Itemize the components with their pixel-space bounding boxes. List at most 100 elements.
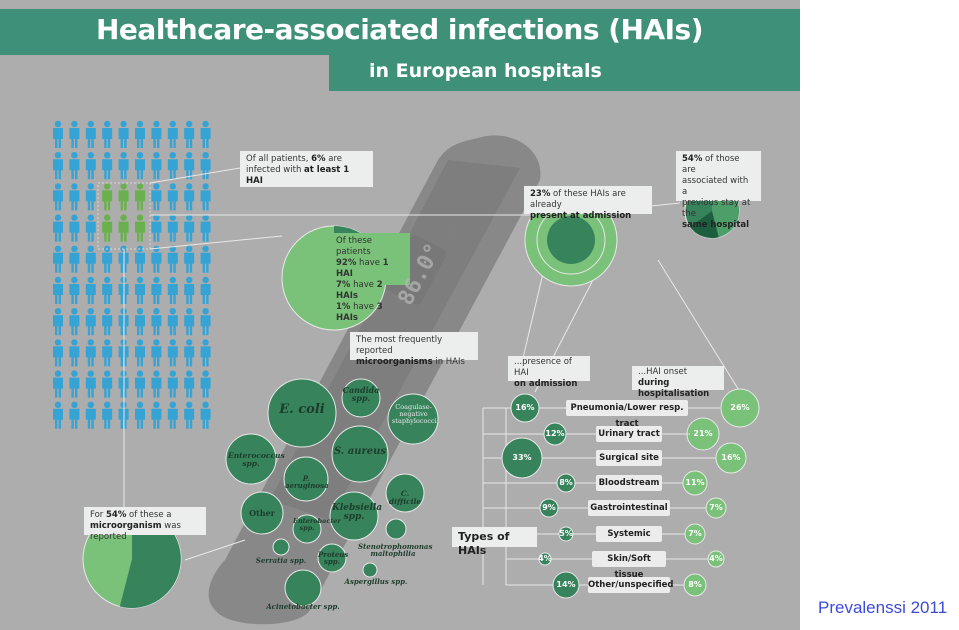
- label-aspergillus: Aspergillus spp.: [344, 577, 408, 586]
- callout-all-patients: Of all patients, 6% are infected with at…: [240, 151, 373, 187]
- person-icon: [167, 370, 178, 398]
- hai-type-label: Surgical site: [596, 450, 662, 466]
- person-icon: [167, 120, 178, 148]
- person-icon: [53, 370, 63, 398]
- label-other: Other: [249, 508, 275, 518]
- person-icon: [200, 245, 211, 273]
- person-icon: [135, 276, 145, 304]
- infected-person-icon: [102, 183, 113, 211]
- person-icon: [184, 276, 195, 304]
- person-icon: [102, 276, 113, 304]
- person-icon: [102, 401, 113, 429]
- label-e-coli: E. coli: [279, 402, 325, 417]
- person-icon: [151, 214, 162, 242]
- person-icon: [200, 183, 211, 211]
- person-icon: [200, 401, 211, 429]
- label-stenotrophomonas: Stenotrophomonas maltophilia: [358, 542, 433, 559]
- patient-icon-grid: [53, 120, 211, 429]
- admission-pie: [524, 193, 618, 287]
- onset-percent: 8%: [688, 580, 702, 589]
- person-icon: [151, 276, 162, 304]
- person-icon: [69, 370, 80, 398]
- label-acinetobacter: Acinetobacter spp.: [266, 602, 340, 611]
- person-icon: [151, 370, 162, 398]
- person-icon: [53, 152, 63, 180]
- person-icon: [85, 370, 96, 398]
- person-icon: [167, 308, 178, 336]
- label-p-aeruginosa: P. aeruginosa: [285, 474, 329, 491]
- person-icon: [69, 183, 80, 211]
- person-icon: [118, 120, 129, 148]
- infected-person-icon: [135, 183, 145, 211]
- person-icon: [69, 214, 80, 242]
- person-icon: [184, 245, 195, 273]
- callout-onset-hospitalisation: ...HAI onset during hospitalisation: [632, 366, 724, 399]
- infected-person-icon: [118, 183, 129, 211]
- label-c-difficile: C. difficile: [388, 489, 422, 506]
- onset-percent: 4%: [709, 554, 723, 563]
- person-icon: [200, 152, 211, 180]
- person-icon: [102, 245, 113, 273]
- footer-caption: Prevalenssi 2011: [818, 598, 948, 617]
- callout-microorganisms: The most frequently reported microorgani…: [350, 332, 478, 367]
- callout-presence-on-admission: ...presence of HAI on admission: [508, 356, 590, 389]
- person-icon: [85, 214, 96, 242]
- label-serratia: Serratia spp.: [255, 556, 307, 565]
- label-coagulase: Coagulase-negative staphylococci: [392, 403, 437, 425]
- person-icon: [200, 276, 211, 304]
- person-icon: [167, 276, 178, 304]
- hai-type-label: Urinary tract: [596, 426, 662, 442]
- person-icon: [167, 401, 178, 429]
- person-icon: [184, 183, 195, 211]
- person-icon: [184, 120, 195, 148]
- person-icon: [167, 183, 178, 211]
- person-icon: [69, 276, 80, 304]
- hai-type-label: Systemic: [596, 526, 662, 542]
- onset-percent: 21%: [693, 429, 713, 438]
- hai-type-label: Skin/Soft tissue: [592, 551, 666, 580]
- person-icon: [69, 401, 80, 429]
- infographic: Healthcare-associated infections (HAIs) …: [0, 0, 800, 630]
- person-icon: [102, 308, 113, 336]
- person-icon: [200, 308, 211, 336]
- person-icon: [167, 152, 178, 180]
- person-icon: [53, 245, 63, 273]
- hai-type-label: Other/unspecified: [588, 577, 674, 593]
- label-enterococcus: Enterococcus spp.: [228, 451, 285, 468]
- page-title: Healthcare-associated infections (HAIs): [96, 13, 704, 46]
- person-icon: [135, 308, 145, 336]
- person-icon: [53, 401, 63, 429]
- person-icon: [118, 152, 129, 180]
- types-heading: Types of HAIs: [452, 527, 537, 557]
- person-icon: [184, 308, 195, 336]
- callout-of-these-patients: Of these patients 92% have 1 HAI 7% have…: [330, 233, 410, 323]
- admission-percent: 16%: [515, 403, 535, 412]
- person-icon: [102, 339, 113, 367]
- onset-percent: 16%: [721, 453, 741, 462]
- person-icon: [135, 370, 145, 398]
- person-icon: [167, 214, 178, 242]
- person-icon: [69, 152, 80, 180]
- person-icon: [167, 339, 178, 367]
- person-icon: [85, 276, 96, 304]
- hai-type-label: Bloodstream: [596, 475, 662, 491]
- admission-bubbles: [501, 393, 580, 599]
- person-icon: [69, 308, 80, 336]
- label-proteus: Proteus spp.: [318, 550, 349, 567]
- person-icon: [69, 120, 80, 148]
- label-klebsiella: Klebsiella spp.: [332, 503, 383, 523]
- person-icon: [53, 339, 63, 367]
- person-icon: [53, 214, 63, 242]
- person-icon: [102, 370, 113, 398]
- person-icon: [167, 245, 178, 273]
- onset-bubbles: [682, 388, 760, 597]
- person-icon: [184, 370, 195, 398]
- infected-person-icon: [135, 214, 145, 242]
- infected-person-icon: [102, 214, 113, 242]
- person-icon: [184, 401, 195, 429]
- person-icon: [184, 339, 195, 367]
- person-icon: [151, 152, 162, 180]
- onset-percent: 7%: [688, 529, 702, 538]
- page-subtitle: in European hospitals: [369, 60, 602, 82]
- person-icon: [151, 308, 162, 336]
